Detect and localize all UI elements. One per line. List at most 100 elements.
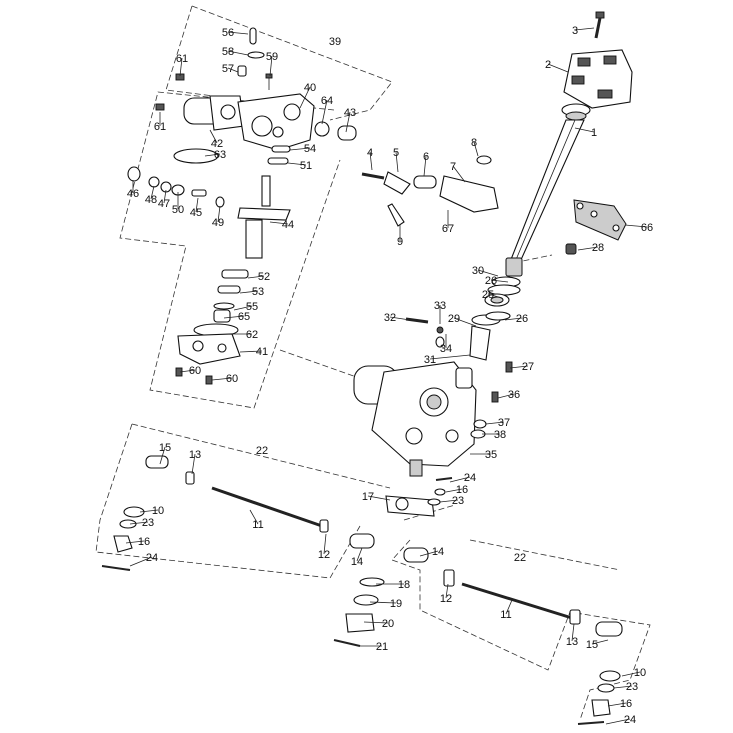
leader-p10a	[139, 509, 159, 513]
part-label-p59: 59	[266, 51, 278, 63]
part-label-p50: 50	[172, 204, 184, 216]
part-label-p55: 55	[246, 301, 258, 313]
part-label-p34: 34	[440, 343, 452, 355]
leader-p32	[389, 316, 411, 321]
part-label-p3: 3	[572, 25, 578, 37]
part-label-p56: 56	[222, 27, 234, 39]
part-label-p58: 58	[222, 46, 234, 58]
leader-p17	[367, 495, 391, 501]
leader-p13a	[191, 453, 196, 475]
leader-p14b	[419, 550, 439, 557]
leader-p26a	[490, 279, 509, 283]
part-label-p14a: 14	[351, 556, 363, 568]
leader-p42	[209, 129, 218, 144]
part-label-p7: 7	[450, 161, 456, 173]
part-label-p31: 31	[424, 354, 436, 366]
part-label-p51: 51	[300, 160, 312, 172]
clamp-block-2	[563, 49, 633, 109]
part-label-p24b: 24	[146, 552, 158, 564]
part-label-p37: 37	[498, 417, 510, 429]
leader-p12b	[445, 583, 449, 599]
part-label-p52: 52	[258, 271, 270, 283]
leader-p3	[574, 27, 595, 31]
part-label-p40: 40	[304, 82, 316, 94]
leader-p63	[204, 153, 221, 157]
part-label-p24a: 24	[464, 472, 476, 484]
leader-p36	[497, 393, 515, 399]
part-label-p19: 19	[390, 598, 402, 610]
leader-p7	[452, 165, 466, 183]
leader-p26b	[504, 317, 523, 321]
part-label-p67: 67	[442, 223, 454, 235]
leader-p19	[369, 601, 397, 604]
leader-p51	[287, 162, 307, 166]
part-label-p62: 62	[246, 329, 258, 341]
tie-rod-left	[101, 455, 375, 571]
leader-lines	[125, 27, 648, 725]
part-label-p30: 30	[472, 265, 484, 277]
leader-p30	[477, 269, 499, 277]
part-label-p36: 36	[508, 389, 520, 401]
leader-p15b	[591, 639, 609, 645]
part-label-p25: 25	[482, 289, 494, 301]
bracket-66	[573, 199, 627, 241]
leader-p54	[289, 147, 311, 151]
leader-p4	[369, 151, 373, 171]
leader-p16a	[445, 488, 463, 493]
linkage-parts	[361, 155, 499, 227]
part-label-p46: 46	[127, 188, 139, 200]
pitman-arm	[385, 477, 453, 517]
part-label-p29: 29	[448, 313, 460, 325]
part-label-p35: 35	[485, 449, 497, 461]
part-label-p66: 66	[641, 222, 653, 234]
part-label-p23a: 23	[452, 495, 464, 507]
part-label-p26b: 26	[516, 313, 528, 325]
leader-p16c	[607, 702, 627, 707]
part-label-p39: 39	[329, 36, 341, 48]
leader-p5	[395, 151, 399, 173]
part-label-p65: 65	[238, 311, 250, 323]
steering-shaft	[505, 103, 591, 277]
part-label-p16c: 16	[620, 698, 632, 710]
part-label-p2: 2	[545, 59, 551, 71]
part-label-p33: 33	[434, 300, 446, 312]
leader-p60a	[179, 369, 196, 373]
leader-p53	[239, 290, 259, 294]
part-label-p11b: 11	[500, 609, 511, 621]
leader-p40	[299, 86, 311, 109]
leader-p23c	[613, 685, 633, 689]
leader-p11a	[249, 509, 259, 525]
part-label-p54: 54	[304, 143, 316, 155]
leader-p10b	[621, 671, 641, 677]
leader-p24a	[449, 476, 471, 483]
part-label-p5: 5	[393, 147, 399, 159]
leader-p13b	[571, 623, 575, 642]
part-label-p15b: 15	[586, 639, 598, 651]
leader-p25	[487, 293, 503, 299]
housing-41	[175, 333, 241, 385]
leader-p60b	[211, 377, 233, 381]
leader-p56	[227, 31, 249, 35]
part-label-p16b: 16	[138, 536, 150, 548]
tie-rod-right	[403, 547, 623, 725]
part-label-p20: 20	[382, 618, 394, 630]
leader-p24b	[129, 556, 153, 567]
part-label-p53: 53	[252, 286, 264, 298]
part-label-p18: 18	[398, 579, 410, 591]
leader-p66	[624, 224, 648, 228]
leader-p57	[227, 67, 239, 73]
part-label-p15a: 15	[159, 442, 171, 454]
part-label-p27: 27	[522, 361, 534, 373]
part-label-p60b: 60	[226, 373, 238, 385]
leader-p14a	[356, 547, 363, 562]
part-label-p21: 21	[376, 641, 388, 653]
leader-p29	[453, 317, 477, 327]
part-label-p12a: 12	[318, 549, 330, 561]
leader-p49	[217, 205, 221, 223]
leader-p16b	[125, 540, 145, 544]
part-label-p22b: 22	[514, 552, 526, 564]
part-label-p57: 57	[222, 63, 234, 75]
part-label-p13b: 13	[566, 636, 578, 648]
